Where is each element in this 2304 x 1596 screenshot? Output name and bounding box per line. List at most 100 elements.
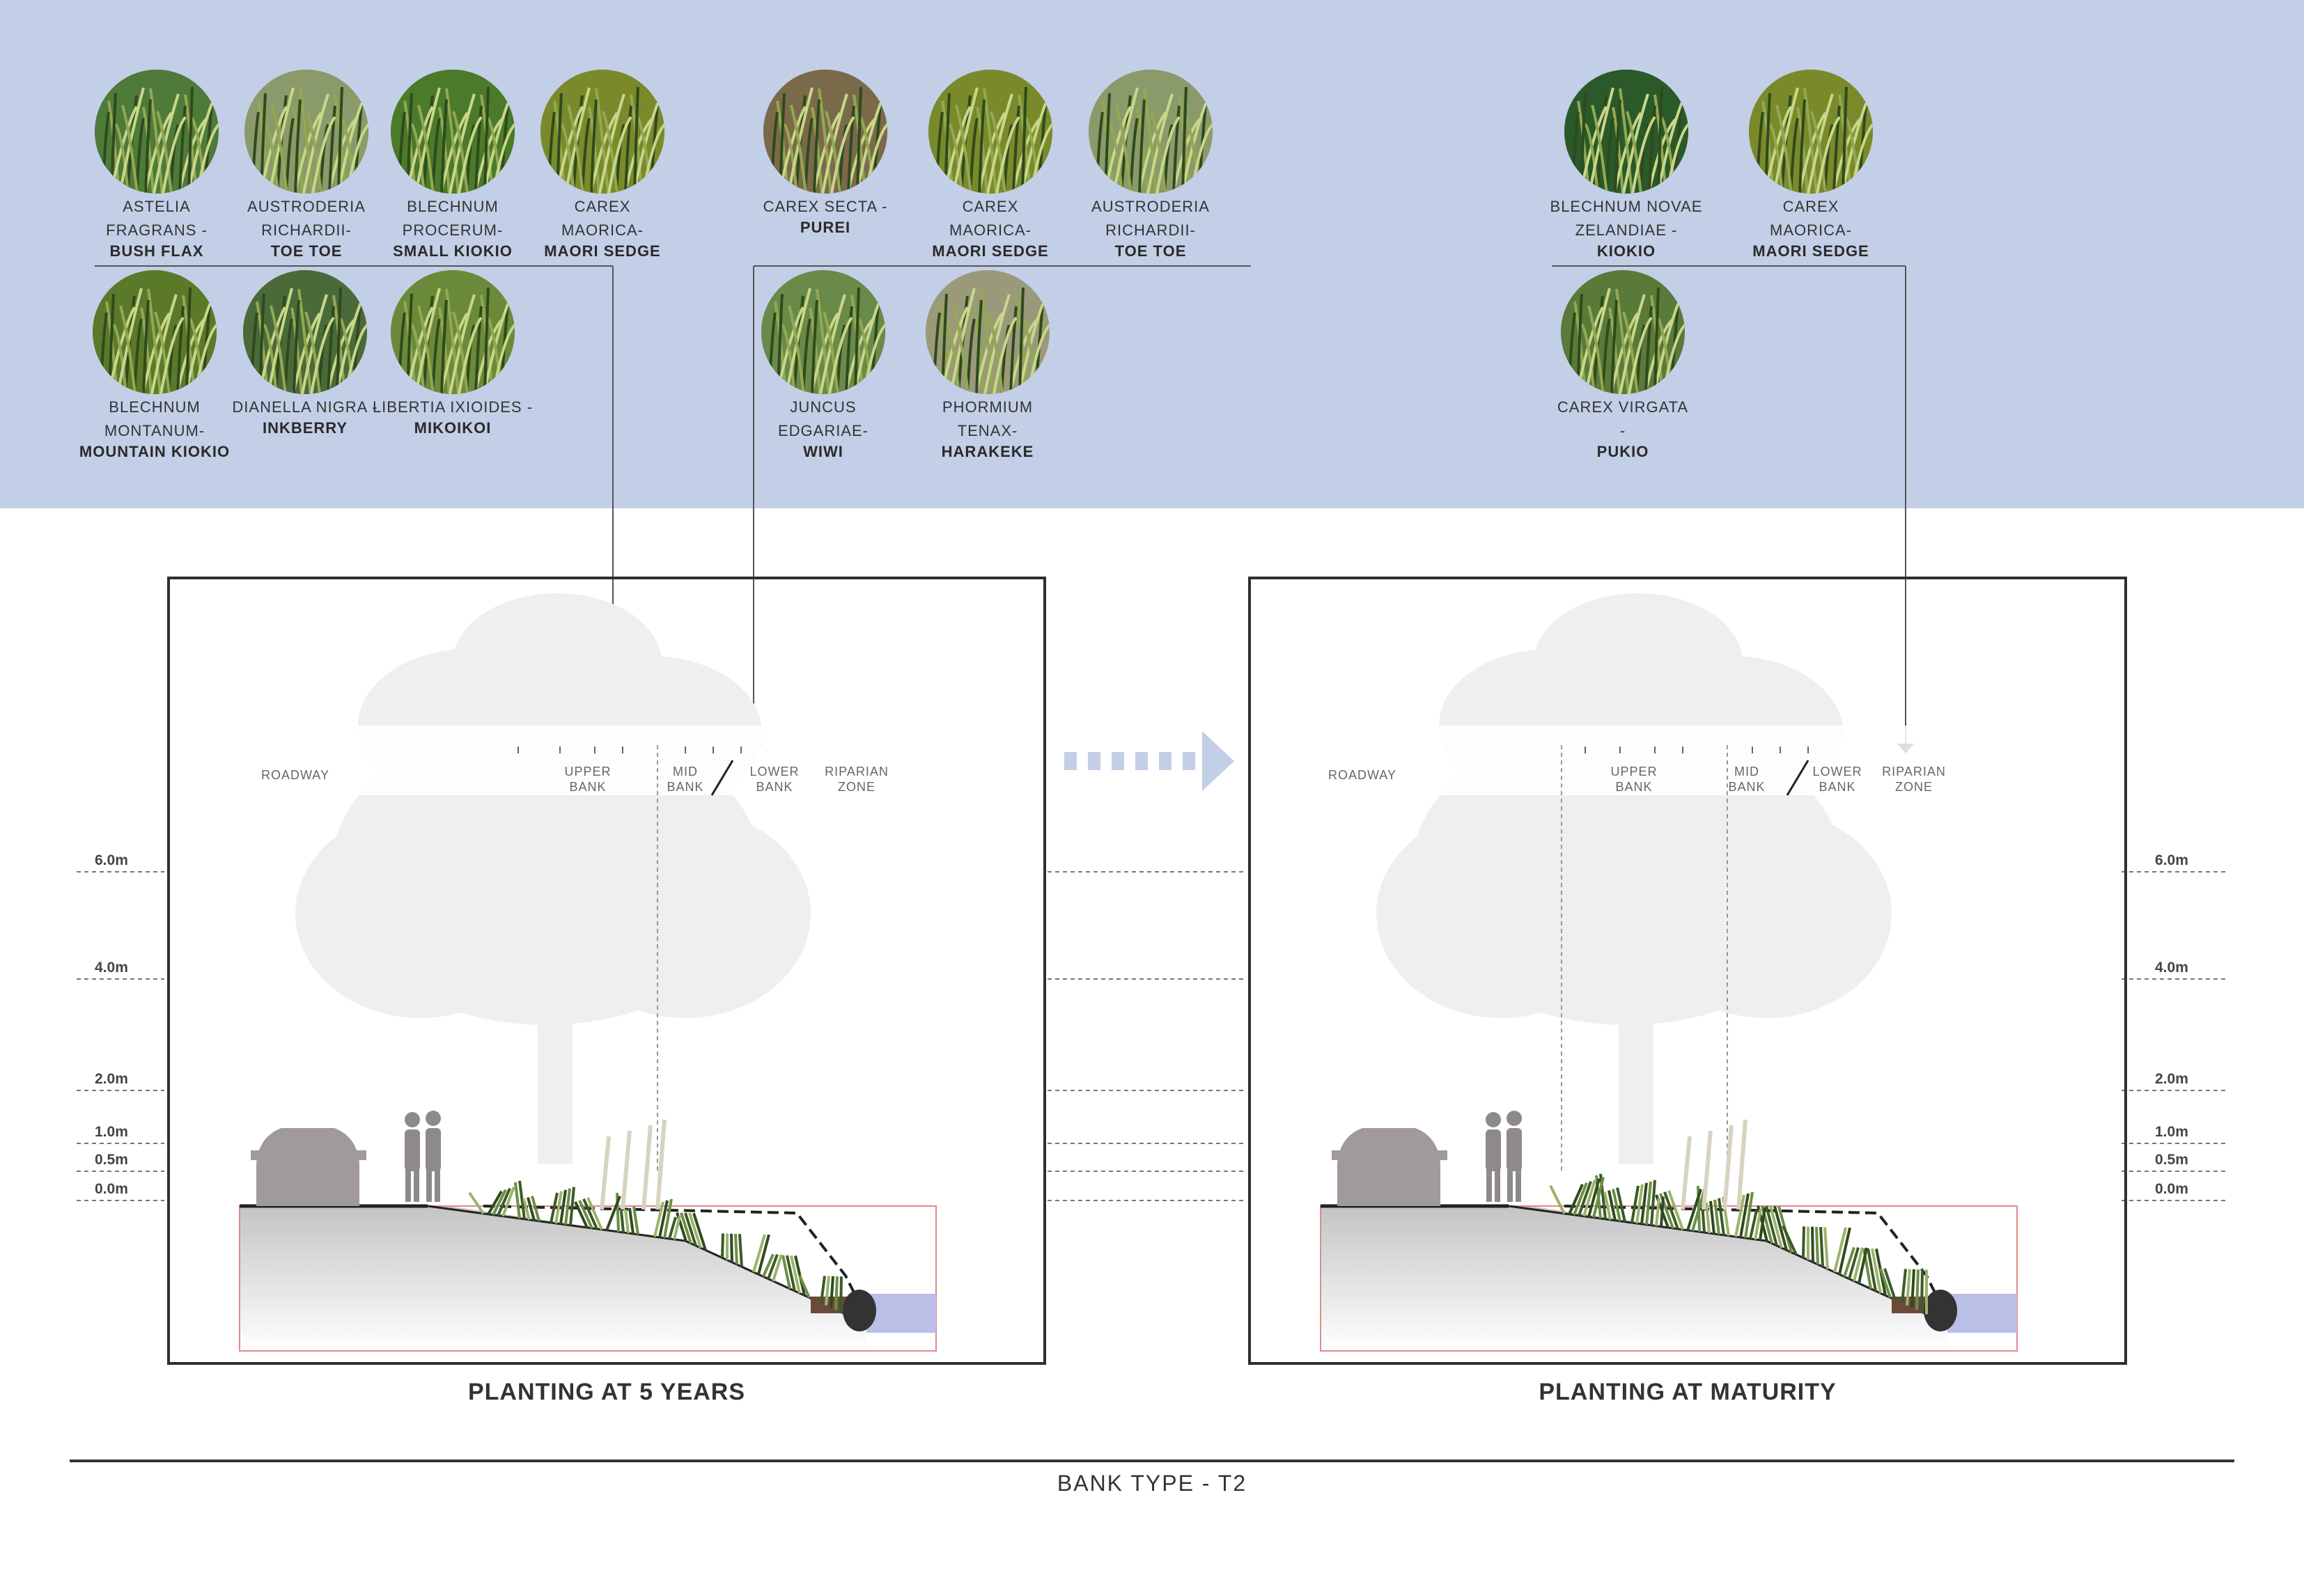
level-label: 2.0m [95, 1071, 128, 1087]
level-label: 0.0m [95, 1181, 128, 1197]
bank-ground [240, 1206, 866, 1351]
zone-label-roadway: ROADWAY [254, 767, 337, 783]
zone-label-line: BANK [1728, 780, 1766, 794]
level-label: 4.0m [2155, 960, 2188, 976]
plant-latin-name: BLECHNUM NOVAE [1550, 198, 1703, 215]
plant-photo [244, 70, 368, 194]
plant-photo [391, 70, 515, 194]
plant-libertia: LIBERTIA IXIOIDES - MIKOIKOI [369, 270, 536, 439]
tree-silhouette [1376, 593, 1892, 1164]
bank-ground [1321, 1206, 1947, 1351]
zone-label-line: BANK [1615, 780, 1653, 794]
plant-common-name: WIWI [803, 443, 843, 460]
level-label: 6.0m [2155, 852, 2188, 868]
rock [843, 1290, 876, 1331]
zone-label-line: RIPARIAN [825, 765, 889, 779]
zone-label-line: ZONE [837, 780, 875, 794]
title-5-years: PLANTING AT 5 YEARS [467, 1379, 746, 1405]
plant-common-name: TOE TOE [270, 242, 343, 260]
plant-latin-name: LIBERTIA IXIOIDES - [372, 398, 534, 416]
zone-label-line: UPPER [564, 765, 612, 779]
plant-latin-name: DIANELLA NIGRA - [232, 398, 378, 416]
level-label: 1.0m [95, 1124, 128, 1140]
zone-label-line: MID [1734, 765, 1759, 779]
plant-latin-name: CAREX [962, 198, 1019, 215]
zone-label-line: UPPER [1610, 765, 1658, 779]
plant-latin-name: FRAGRANS - [106, 221, 208, 239]
plant-austroderia-2: AUSTRODERIA RICHARDII- TOE TOE [1067, 70, 1234, 262]
plant-photo [1561, 270, 1685, 394]
plant-carex-maorica-2: CAREX MAORICA- MAORI SEDGE [907, 70, 1074, 262]
plant-common-name: MOUNTAIN KIOKIO [79, 443, 231, 460]
plant-latin-name: JUNCUS [790, 398, 857, 416]
plant-latin-name: TENAX- [957, 422, 1018, 439]
plant-latin-name: - [1619, 422, 1626, 439]
plant-common-name: MIKOIKOI [414, 419, 492, 437]
plant-latin-name: RICHARDII- [1105, 221, 1196, 239]
plant-latin-name: MAORICA- [1770, 221, 1852, 239]
plant-photo [391, 270, 515, 394]
tree-silhouette [295, 593, 811, 1164]
plant-latin-name: MAORICA- [561, 221, 644, 239]
plant-latin-name: ASTELIA [123, 198, 191, 215]
zone-label-line: RIPARIAN [1882, 765, 1946, 779]
plant-carex-virgata: CAREX VIRGATA-PUKIO [1539, 270, 1706, 462]
plant-latin-name: EDGARIAE- [777, 422, 869, 439]
people-silhouette [1486, 1111, 1522, 1202]
level-label: 0.5m [2155, 1152, 2188, 1168]
plant-latin-name: AUSTRODERIA [247, 198, 366, 215]
zone-label-line: BANK [1819, 780, 1856, 794]
level-label: 4.0m [95, 960, 128, 976]
rock [1924, 1290, 1957, 1331]
zone-label-line: ROADWAY [1328, 768, 1396, 782]
water [1947, 1294, 2017, 1333]
plant-latin-name: CAREX [574, 198, 631, 215]
water [866, 1294, 936, 1333]
plant-latin-name: AUSTRODERIA [1091, 198, 1210, 215]
plant-latin-name: ZELANDIAE - [1575, 221, 1678, 239]
plant-common-name: PUREI [800, 219, 851, 236]
plant-latin-name: CAREX [1782, 198, 1839, 215]
progression-arrow [1064, 731, 1234, 791]
level-label: 0.0m [2155, 1181, 2188, 1197]
plant-blechnum-novae: BLECHNUM NOVAE ZELANDIAE - KIOKIO [1543, 70, 1710, 262]
bottom-rule [70, 1460, 2234, 1462]
plant-common-name: MAORI SEDGE [1752, 242, 1869, 260]
zone-label-line: ROADWAY [260, 768, 329, 782]
plant-latin-name: PHORMIUM [942, 398, 1034, 416]
plant-latin-name: MAORICA- [949, 221, 1032, 239]
level-label: 2.0m [2155, 1071, 2188, 1087]
plant-photo [1564, 70, 1688, 194]
people-silhouette [405, 1111, 441, 1202]
car-silhouette [251, 1128, 366, 1206]
plant-common-name: MAORI SEDGE [932, 242, 1049, 260]
plant-latin-name: CAREX VIRGATA [1557, 398, 1689, 416]
plant-common-name: INKBERRY [262, 419, 348, 437]
plant-common-name: KIOKIO [1596, 242, 1656, 260]
plant-carex-maorica-3: CAREX MAORICA- MAORI SEDGE [1727, 70, 1894, 262]
plant-latin-name: PROCERUM- [402, 221, 504, 239]
plant-photo [761, 270, 885, 394]
plant-photo [926, 270, 1050, 394]
zone-label-line: ZONE [1894, 780, 1933, 794]
plant-latin-name: BLECHNUM [407, 198, 499, 215]
plant-common-name: TOE TOE [1114, 242, 1187, 260]
bank-section-drawing [212, 593, 999, 1352]
plant-latin-name: BLECHNUM [109, 398, 201, 416]
car-silhouette [1332, 1128, 1447, 1206]
zone-label-line: BANK [569, 780, 607, 794]
level-label: 0.5m [95, 1152, 128, 1168]
